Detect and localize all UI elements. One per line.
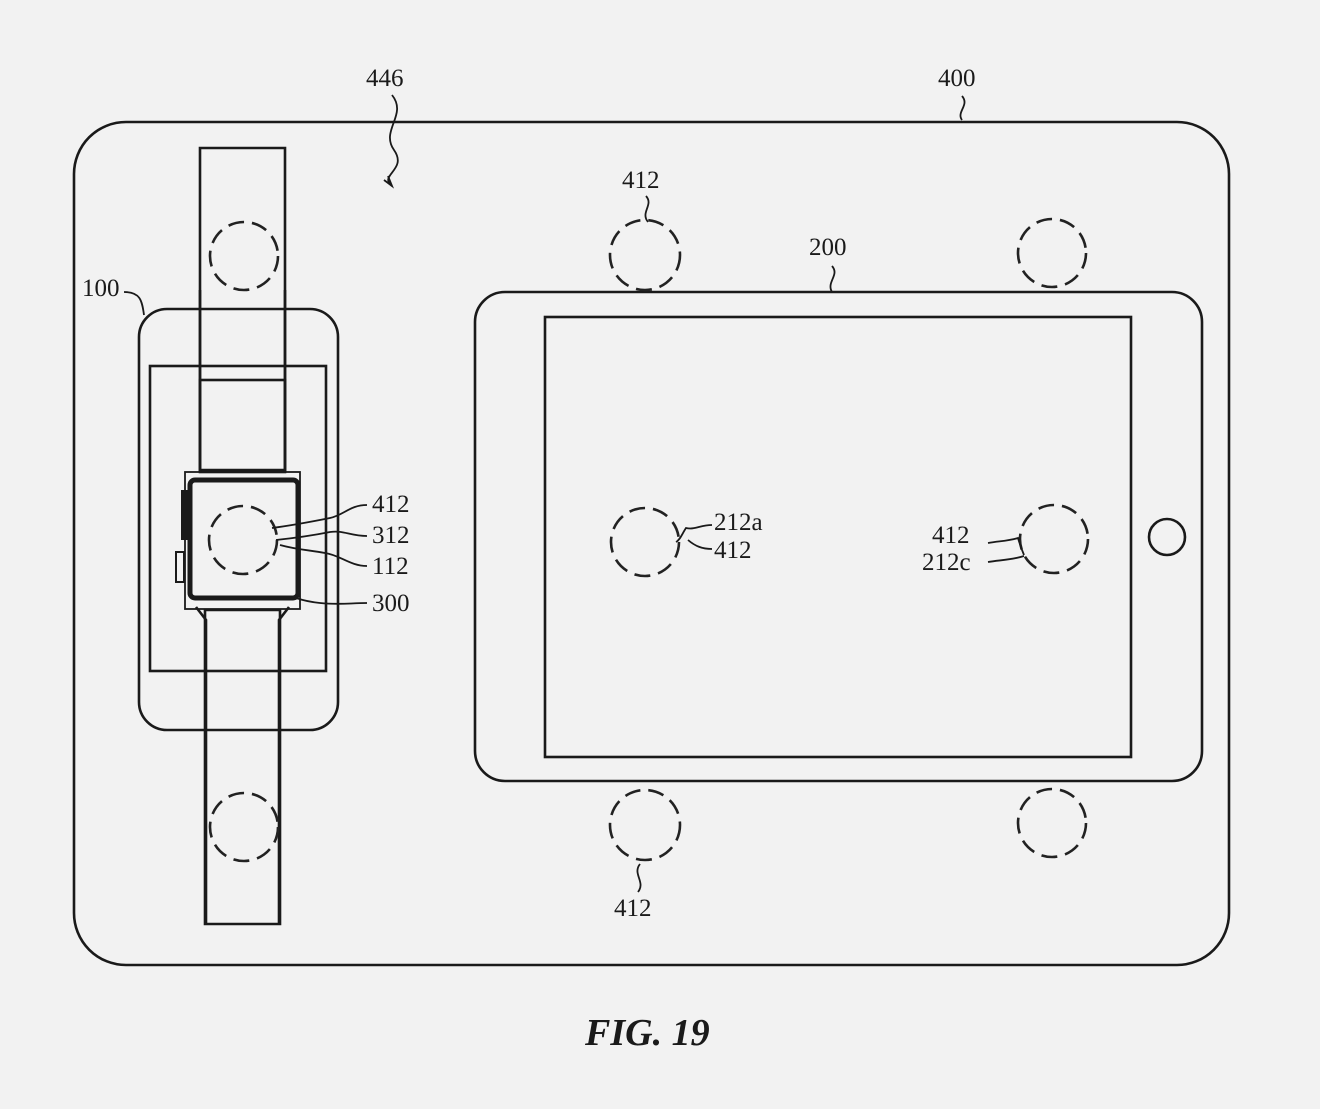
label-300: 300	[372, 590, 410, 617]
label-400: 400	[938, 65, 976, 92]
label-446: 446	[366, 65, 404, 92]
label-412-right: 412	[932, 522, 970, 549]
label-200: 200	[809, 234, 847, 261]
leader-lines	[123, 94, 1025, 893]
tablet-display	[543, 315, 1133, 759]
figure-caption: FIG. 19	[584, 1012, 710, 1054]
label-212a: 212a	[714, 509, 763, 536]
tablet-home-button	[1147, 517, 1187, 557]
charging-coils-412	[207, 217, 1090, 863]
label-412-watch: 412	[372, 491, 410, 518]
label-212c: 212c	[922, 549, 971, 576]
tablet-outer-body	[473, 290, 1204, 783]
tablet-device-200	[473, 290, 1204, 783]
charging-mat-400	[72, 120, 1231, 967]
label-112: 112	[372, 553, 409, 580]
charger-module-300	[175, 471, 301, 610]
label-412-bottom: 412	[614, 895, 652, 922]
wearable-device-100	[137, 307, 340, 732]
label-100: 100	[82, 275, 120, 302]
label-412-left: 412	[714, 537, 752, 564]
label-312: 312	[372, 522, 410, 549]
watch-outer-body	[137, 307, 340, 732]
label-412-top: 412	[622, 167, 660, 194]
